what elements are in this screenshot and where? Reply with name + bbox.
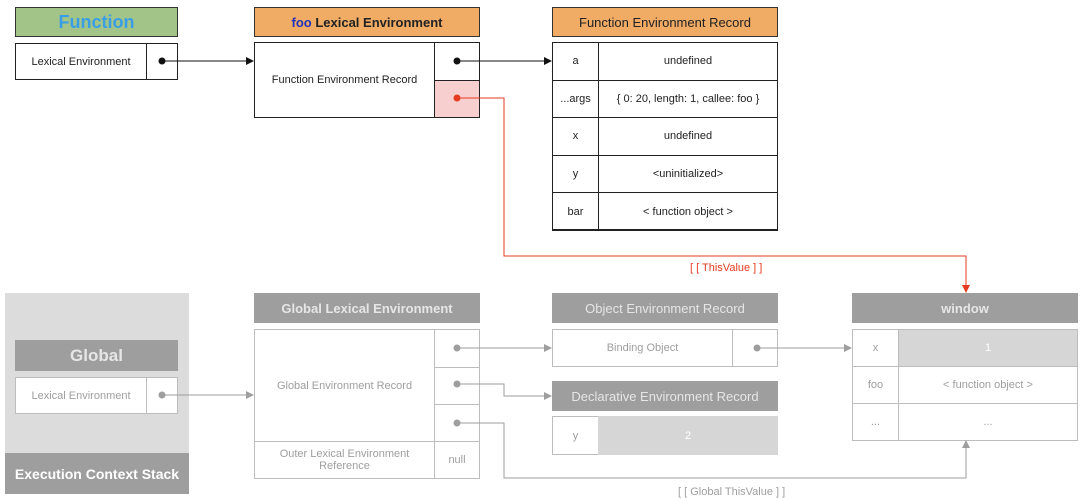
arrow-global-to-declarative-env: [457, 383, 552, 400]
fer-header: Function Environment Record: [552, 7, 778, 37]
object-env-header: Object Environment Record: [552, 293, 778, 323]
window-header: window: [852, 293, 1078, 323]
window-title: window: [941, 300, 989, 316]
declarative-env-title: Declarative Environment Record: [571, 388, 759, 404]
window-row-value: 1: [898, 329, 1078, 367]
dot-foo-record-pointer: [453, 57, 461, 65]
foo-env-header: foo Lexical Environment: [254, 7, 480, 37]
object-env-title: Object Environment Record: [585, 300, 745, 316]
foo-env-title: Lexical Environment: [311, 14, 443, 30]
dot-ec-pointer: [158, 391, 166, 399]
global-this-value-label: [ [ Global ThisValue ] ]: [678, 486, 786, 498]
global-env-record-label: Global Environment Record: [276, 379, 413, 392]
arrow-this-value: [457, 97, 970, 293]
global-env-outer-value: null: [434, 441, 480, 479]
fer-row-value: < function object >: [598, 192, 778, 231]
window-row-value: ...: [898, 403, 1078, 441]
function-title: Function: [58, 11, 135, 32]
declarative-env-key: y: [572, 429, 579, 442]
global-env-header: Global Lexical Environment: [254, 293, 480, 323]
dot-function-pointer: [158, 57, 166, 65]
global-env-outer-value-text: null: [448, 454, 466, 466]
foo-env-record-label: Function Environment Record: [271, 74, 418, 86]
foo-keyword: foo: [291, 14, 312, 30]
dot-global-pointer-2: [453, 380, 461, 388]
object-env-binding-label: Binding Object: [606, 342, 679, 354]
dot-global-pointer-3: [453, 419, 461, 427]
ec-global-header: Global: [15, 340, 178, 371]
declarative-env-value: 2: [684, 429, 692, 442]
arrow-global-this-value: [457, 422, 970, 479]
function-lexical-env-label: Lexical Environment: [31, 55, 131, 68]
this-value-label: [ [ ThisValue ] ]: [690, 262, 763, 274]
function-header: Function: [15, 7, 178, 37]
fer-title: Function Environment Record: [579, 14, 751, 30]
declarative-env-value-cell: 2: [598, 416, 778, 455]
dot-binding-pointer: [753, 344, 761, 352]
dot-global-pointer-1: [453, 344, 461, 352]
ec-lexical-env-label: Lexical Environment: [31, 389, 131, 402]
ec-stack-footer-label: Execution Context Stack: [14, 465, 180, 482]
ec-stack-footer: Execution Context Stack: [5, 453, 189, 494]
dot-foo-this-pointer: [453, 94, 461, 102]
declarative-env-header: Declarative Environment Record: [552, 381, 778, 411]
global-env-title: Global Lexical Environment: [281, 300, 453, 316]
global-env-outer-label: Outer Lexical Environment Reference: [279, 448, 410, 472]
ec-global-label: Global: [70, 345, 123, 365]
